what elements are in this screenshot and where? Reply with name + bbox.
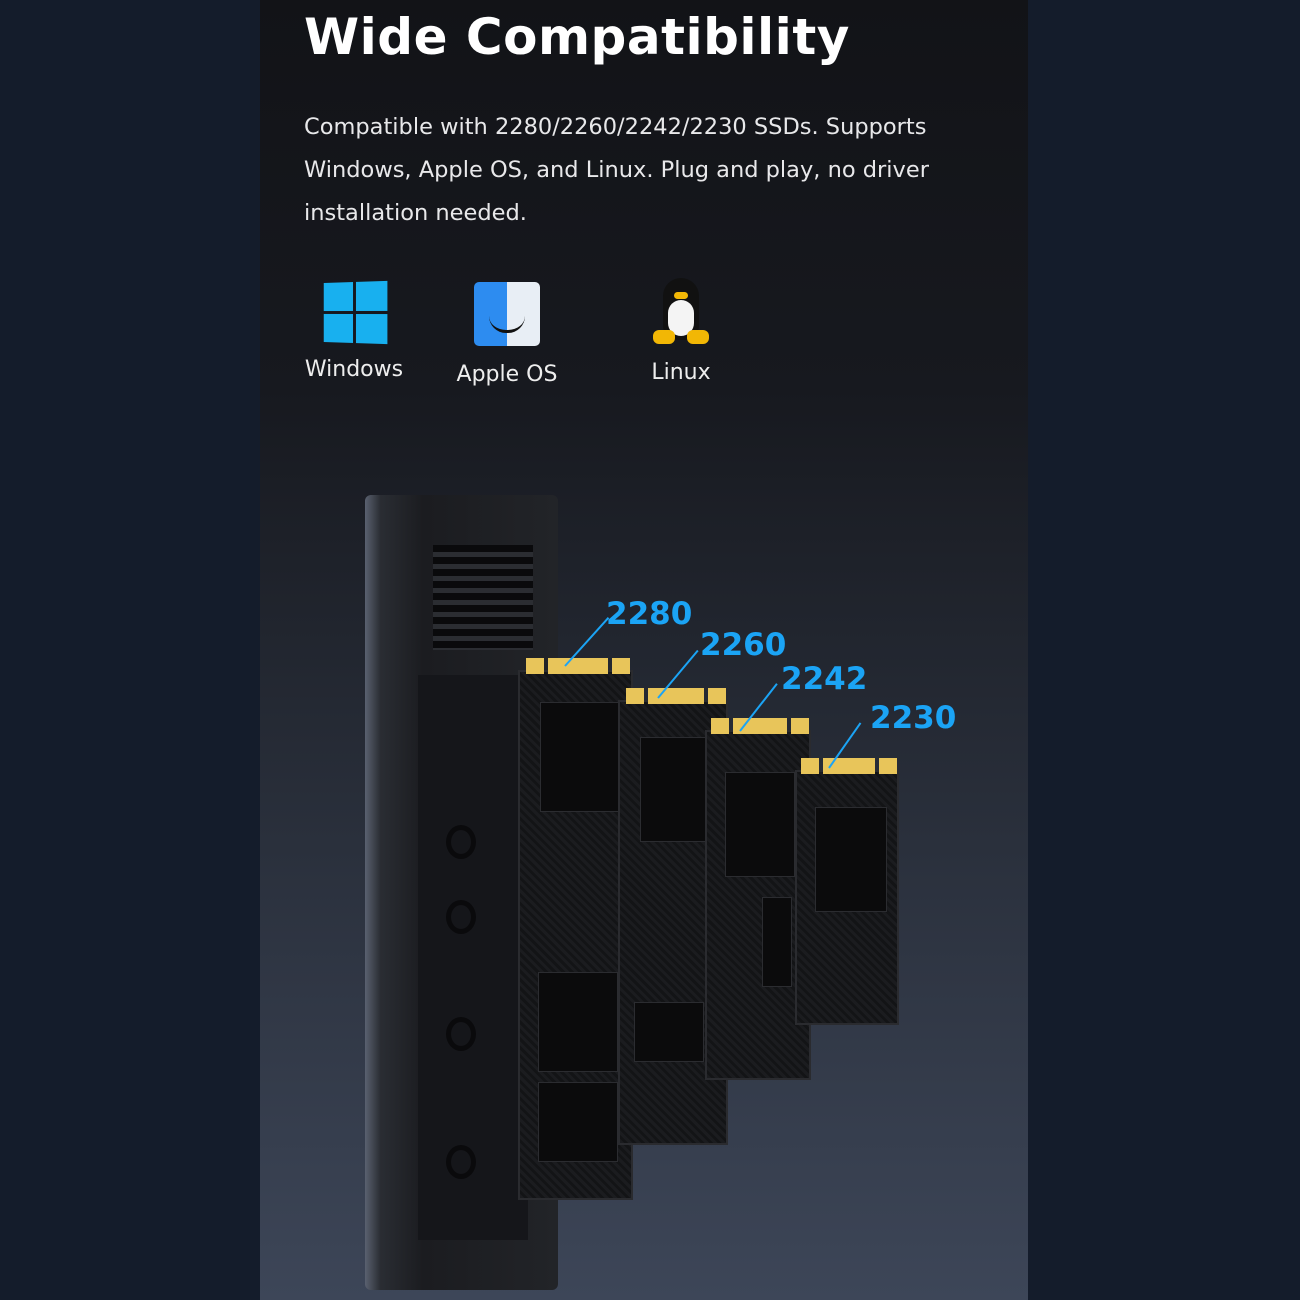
ssd-card-2230 [795, 758, 899, 1025]
os-windows: Windows [294, 280, 414, 382]
screw-hole [446, 1145, 476, 1179]
ssd-card-2280 [518, 658, 633, 1200]
os-linux: Linux [621, 276, 741, 385]
os-apple: Apple OS [447, 282, 567, 387]
os-label: Windows [304, 357, 404, 382]
size-label-2260: 2260 [700, 627, 787, 663]
enclosure-vent [433, 545, 533, 650]
screw-hole [446, 825, 476, 859]
os-label: Linux [651, 360, 711, 385]
description: Compatible with 2280/2260/2242/2230 SSDs… [304, 114, 929, 226]
size-label-2280: 2280 [606, 596, 693, 632]
os-label: Apple OS [456, 362, 558, 387]
size-label-2230: 2230 [870, 700, 957, 736]
page-title: Wide Compatibility [304, 8, 850, 66]
windows-logo-icon [323, 280, 387, 345]
finder-icon [474, 282, 540, 346]
size-label-2242: 2242 [781, 661, 868, 697]
tux-penguin-icon [651, 276, 711, 348]
enclosure-cavity [418, 675, 528, 1240]
screw-hole [446, 1017, 476, 1051]
screw-hole [446, 900, 476, 934]
ssd-card-2242 [705, 718, 811, 1080]
